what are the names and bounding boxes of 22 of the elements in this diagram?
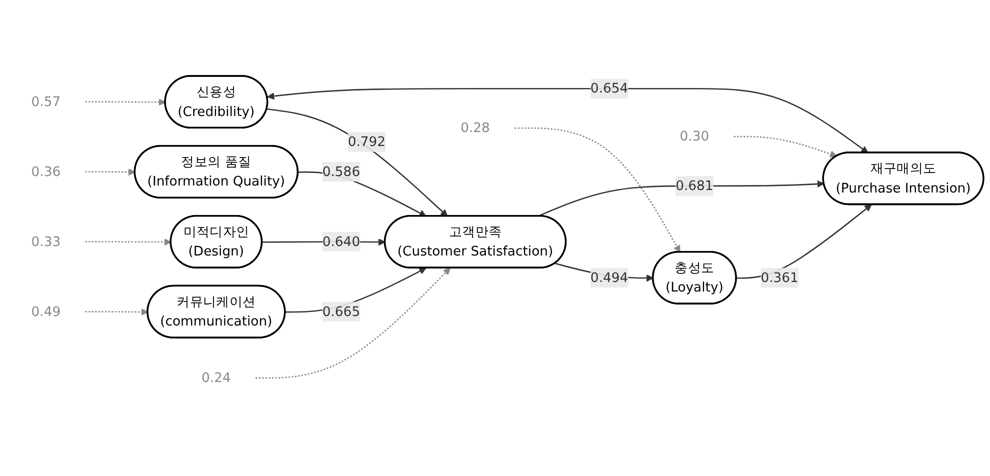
arrow: [514, 127, 680, 253]
arrow: [85, 98, 166, 106]
node-text: 0.28: [460, 120, 490, 136]
edge-label: 0.681: [676, 178, 714, 194]
node-text: 0.49: [31, 303, 61, 320]
edge-label: 0.665: [322, 303, 360, 320]
edge-label: 0.654: [590, 80, 628, 96]
edge-label: 0.361: [760, 269, 798, 286]
edge-label: 0.792: [348, 134, 386, 150]
node-text: 0.30: [680, 128, 710, 144]
node-text: 0.57: [31, 94, 61, 110]
arrow: [734, 136, 838, 158]
arrow: [85, 308, 148, 316]
edge-label: 0.494: [590, 269, 628, 286]
arrow: [85, 238, 172, 246]
edge-label: 0.586: [322, 164, 360, 180]
node-text: 0.33: [31, 233, 61, 250]
arrow: [267, 88, 868, 154]
arrow: [85, 168, 136, 176]
edge-label: 0.640: [322, 233, 360, 250]
node-text: 0.24: [202, 370, 231, 386]
node-text: 0.36: [31, 164, 61, 180]
